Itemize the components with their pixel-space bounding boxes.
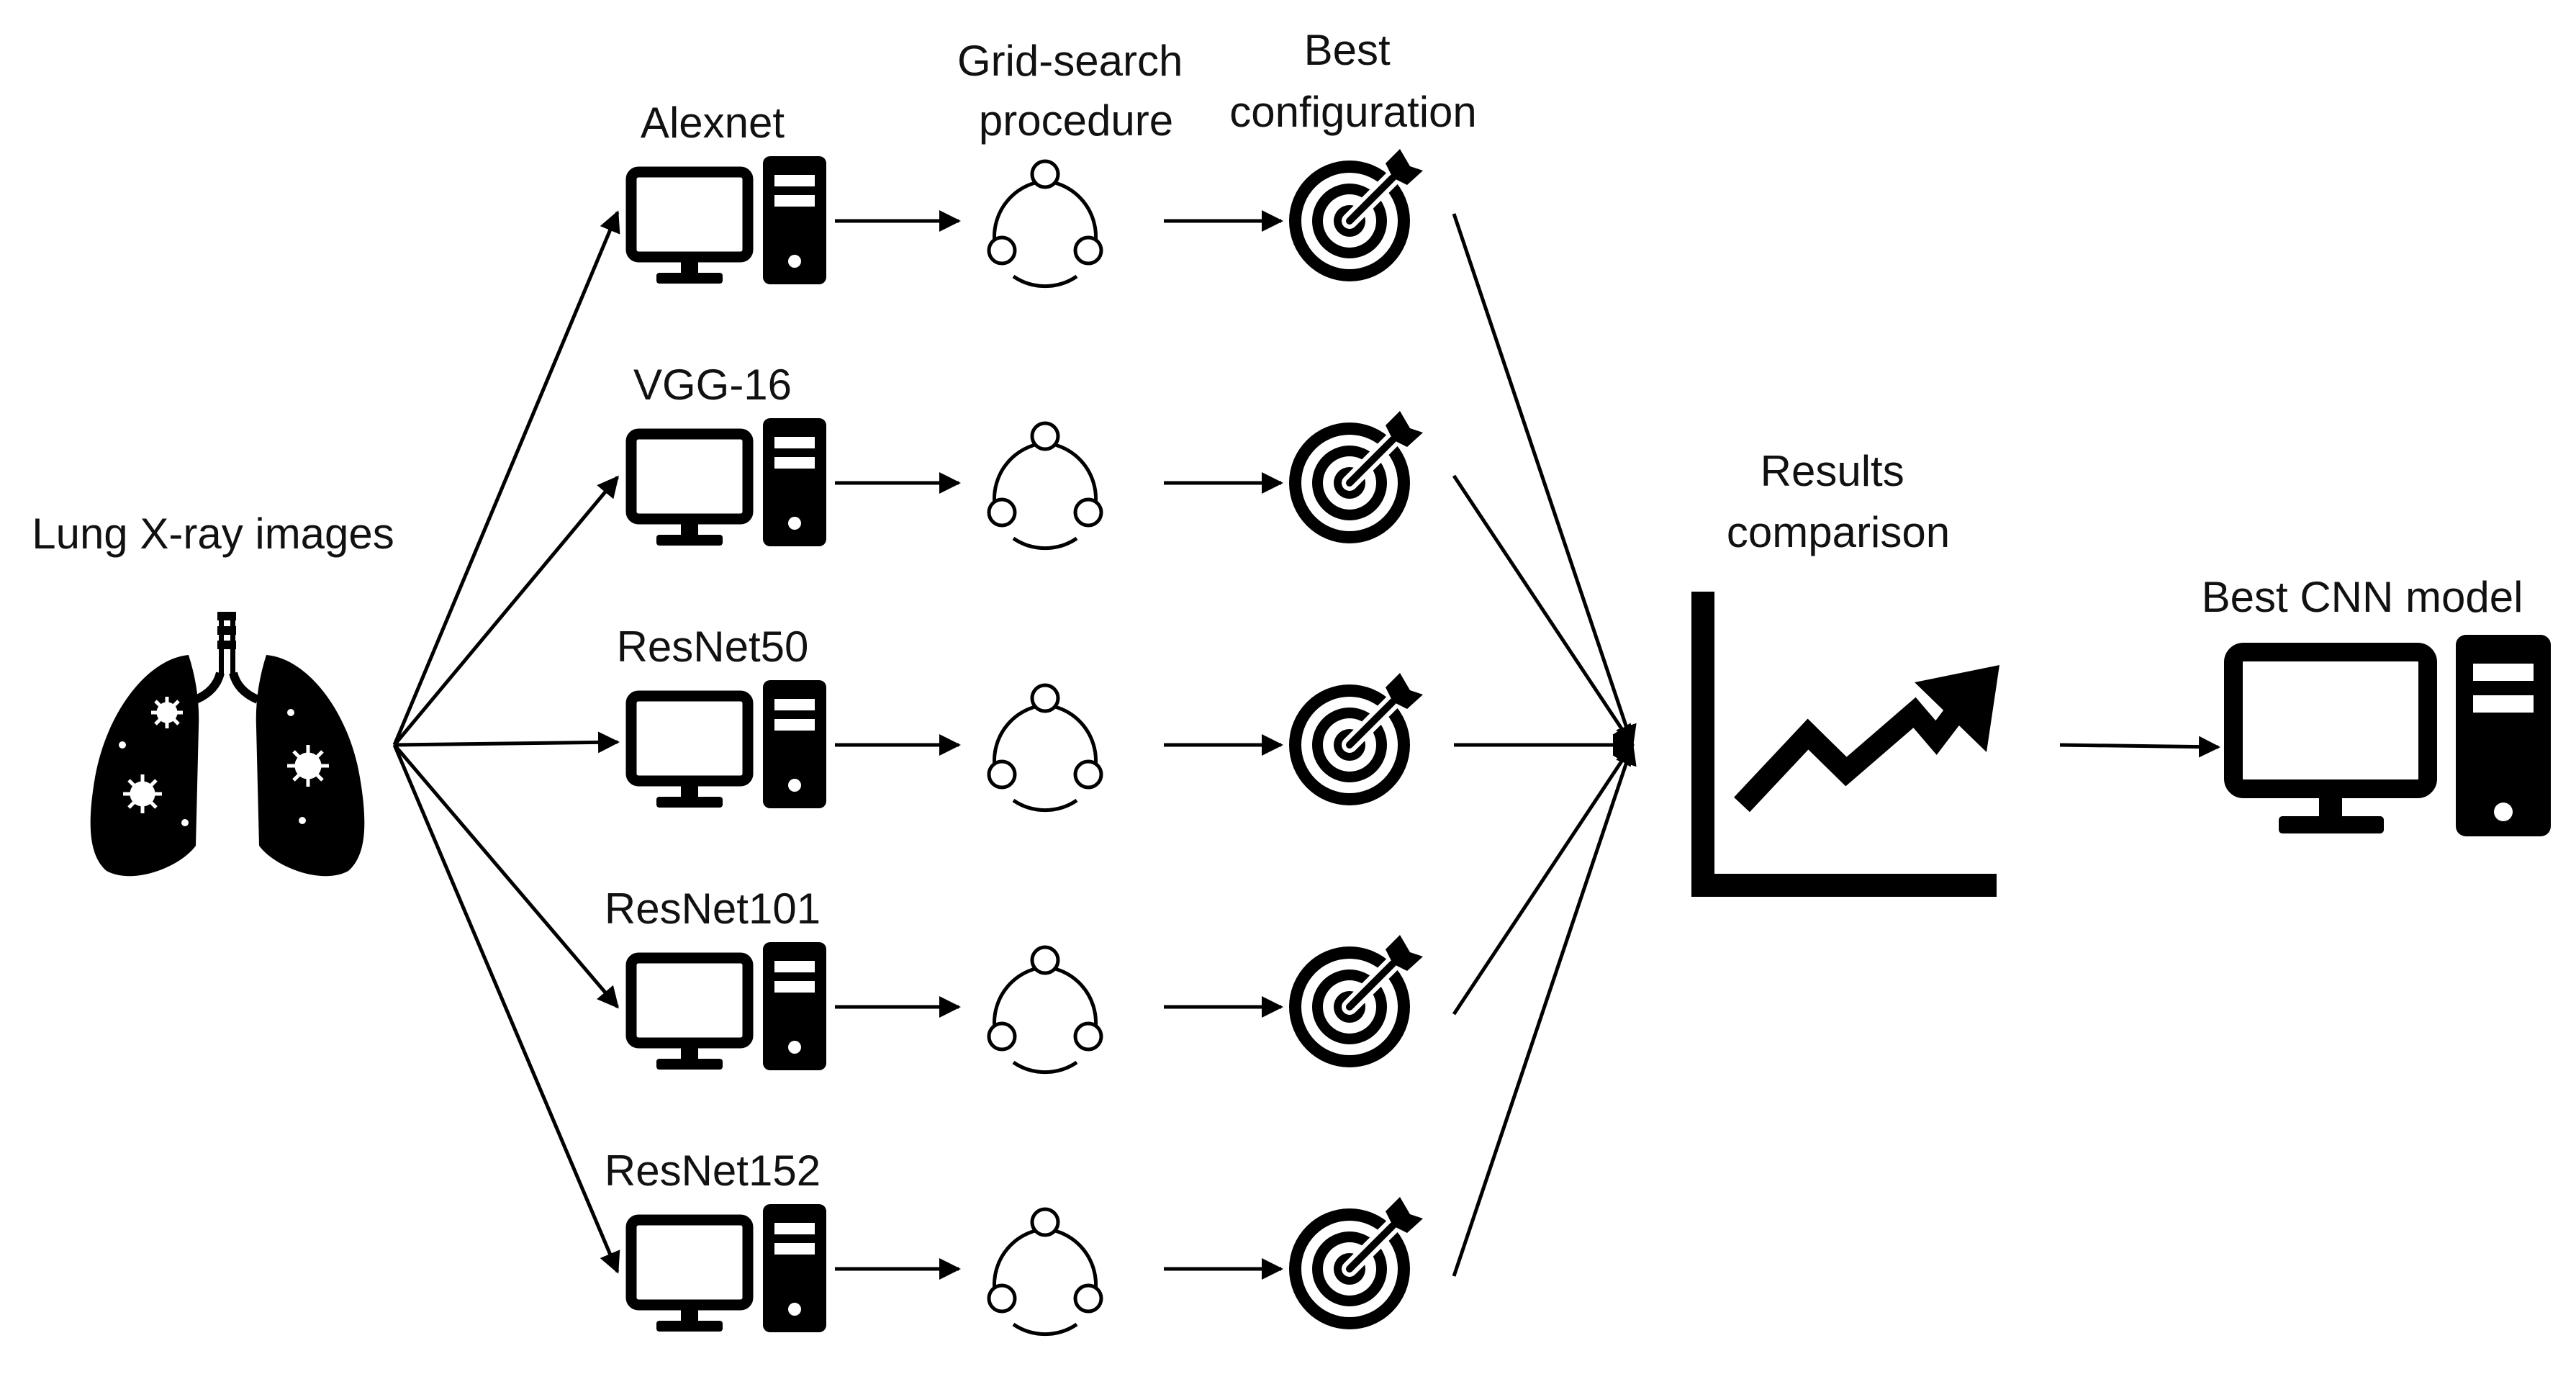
line-chart-trend-icon [1691,592,1999,897]
arrow-input-to-model [393,475,619,746]
model-row: ResNet50 [394,623,1635,810]
arrow-target-to-comparison [1452,743,1635,1016]
virus-icon [123,774,162,813]
model-name-label: ResNet152 [605,1147,821,1195]
target-bullseye-icon [1289,411,1423,543]
best-config-header: Best configuration [1229,26,1477,136]
virus-icon [287,745,329,787]
virus-icon [151,697,183,728]
grid-search-cycle-icon [989,423,1101,548]
best-config-header-line-2: configuration [1229,88,1477,136]
grid-search-header-line-1: Grid-search [957,37,1183,85]
arrow-target-to-comparison [1452,474,1635,747]
grid-search-header: Grid-search procedure [957,37,1195,145]
model-name-label: ResNet50 [617,623,809,671]
output-label: Best CNN model [2202,573,2523,621]
lungs-virus-icon [90,612,365,877]
model-name-label: ResNet101 [605,885,821,933]
desktop-computer-icon [631,156,826,284]
arrow-input-to-model [394,731,620,754]
arrow-input-to-model [392,744,620,1274]
comparison-label-line-1: Results [1761,447,1904,495]
grid-search-cycle-icon [989,947,1101,1072]
arrow-input-to-model [393,744,619,1009]
arrow-target-to-comparison [1452,213,1637,747]
output-computer-icon [2224,635,2551,836]
target-bullseye-icon [1289,1197,1423,1329]
desktop-computer-icon [631,418,826,546]
best-config-header-line-1: Best [1304,26,1391,74]
desktop-computer-icon [631,942,826,1070]
target-bullseye-icon [1289,935,1423,1067]
desktop-computer-icon [631,680,826,808]
target-bullseye-icon [1289,149,1423,281]
model-row: ResNet152 [392,743,1637,1334]
comparison-label-line-2: comparison [1727,508,1950,556]
model-name-label: Alexnet [641,99,785,147]
grid-search-cycle-icon [989,1209,1101,1334]
grid-search-header-line-2: procedure [979,96,1173,145]
grid-search-cycle-icon [989,685,1101,810]
arrow-input-to-model [392,210,620,746]
model-name-label: VGG-16 [633,361,792,409]
model-row: VGG-16 [393,361,1635,747]
grid-search-cycle-icon [989,161,1101,286]
input-label: Lung X-ray images [32,510,394,558]
model-row: Alexnet [392,99,1637,747]
comparison-label: Results comparison [1727,447,1950,556]
model-row: ResNet101 [393,743,1635,1072]
target-bullseye-icon [1289,673,1423,805]
desktop-computer-icon [631,1204,826,1332]
arrow-comparison-to-output [2059,736,2220,758]
arrow-target-to-comparison [1452,743,1637,1277]
